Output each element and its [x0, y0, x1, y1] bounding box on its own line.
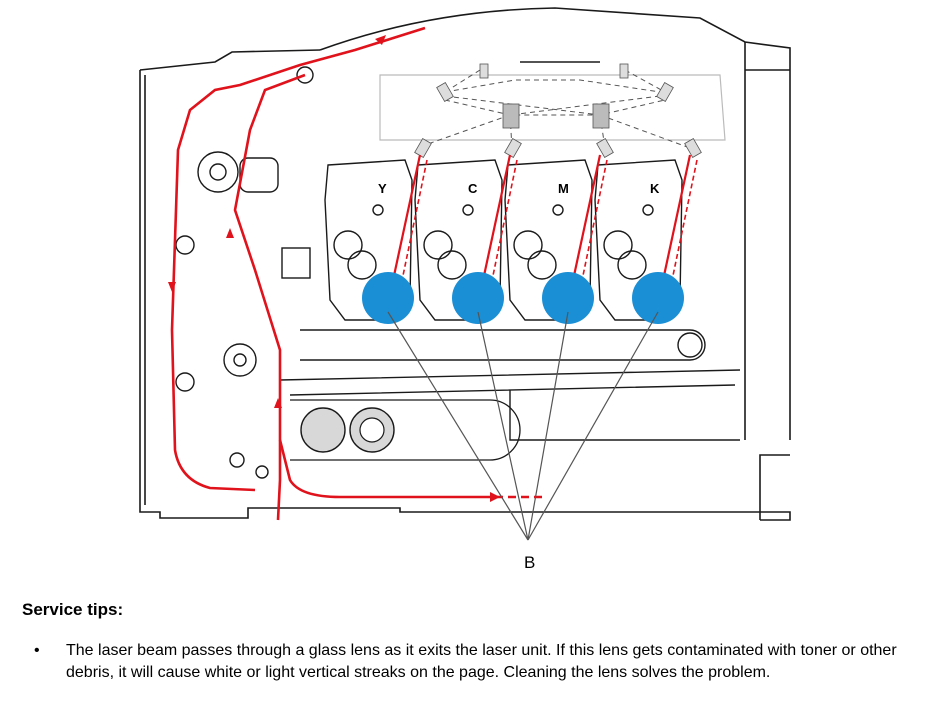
- callout-lines: [387, 311, 659, 541]
- service-tips-heading: Service tips:: [22, 600, 124, 619]
- drum-m: [542, 272, 594, 324]
- transfer-belt: [279, 329, 741, 441]
- pressure-roller: [300, 407, 346, 453]
- service-tips-list: • The laser beam passes through a glass …: [34, 640, 904, 684]
- cartridge-label-m: M: [558, 181, 569, 196]
- cartridge-label-c: C: [468, 181, 478, 196]
- fuser-unit: [290, 399, 521, 461]
- drum-k: [632, 272, 684, 324]
- printer-cross-section-diagram: Y C M K: [139, 7, 791, 572]
- cartridge-label-y: Y: [378, 181, 387, 196]
- laser-beams: [390, 154, 698, 291]
- paper-path: [170, 26, 545, 521]
- cartridge-label-k: K: [650, 181, 660, 196]
- paper-path-arrows: [168, 35, 500, 502]
- bullet-marker: •: [34, 642, 40, 659]
- drum-c: [452, 272, 504, 324]
- printer-housing: [139, 7, 791, 521]
- callout-label-b: B: [524, 553, 535, 572]
- photoconductor-drums: [362, 272, 684, 324]
- service-tip-text: The laser beam passes through a glass le…: [66, 642, 897, 681]
- drum-y: [362, 272, 414, 324]
- laser-scanner-unit: [379, 61, 726, 158]
- service-tip-item: • The laser beam passes through a glass …: [34, 640, 904, 684]
- feed-rollers: [175, 66, 314, 479]
